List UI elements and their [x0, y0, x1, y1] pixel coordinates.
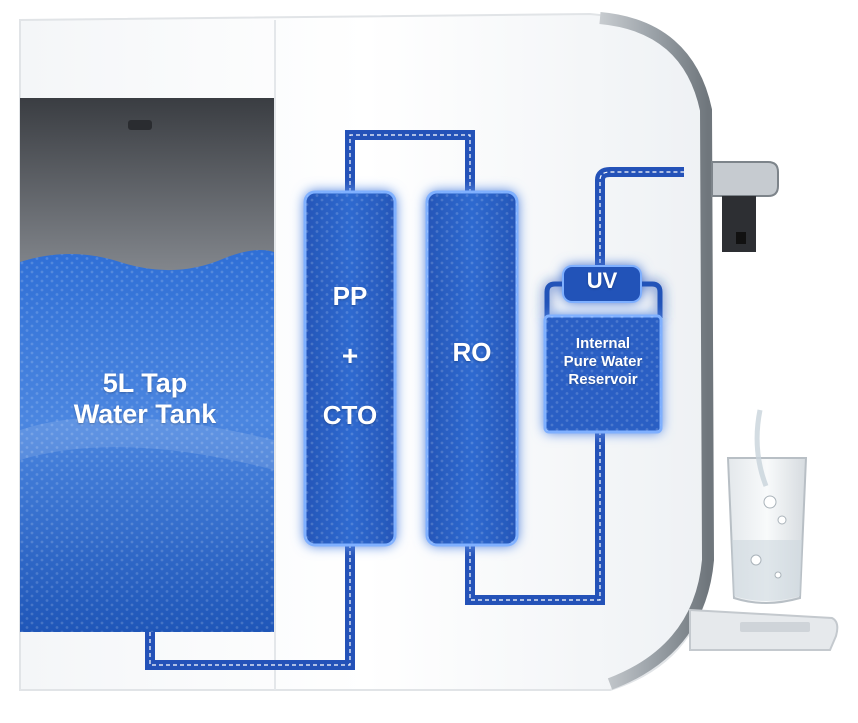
tank-window — [20, 98, 274, 278]
uv-label: UV — [586, 268, 618, 293]
filter-cartridge-pp-cto — [303, 190, 397, 547]
uv-lamp — [544, 265, 663, 318]
filter1-line3-label: CTO — [322, 400, 378, 430]
filter1-line2-label: + — [341, 340, 359, 371]
reservoir-label: Internal Pure Water Reservoir — [563, 335, 643, 388]
water-glass — [726, 409, 808, 604]
drip-tray — [689, 608, 839, 651]
faucet — [711, 161, 779, 252]
tank-label: 5L Tap Water Tank — [73, 368, 217, 430]
filter2-label: RO — [452, 337, 492, 367]
pure-water-reservoir — [543, 314, 663, 434]
water-tank — [20, 250, 274, 632]
filter-cartridge-ro — [425, 190, 519, 547]
water-pipes — [145, 130, 684, 670]
filter1-line1-label: PP — [332, 281, 368, 311]
